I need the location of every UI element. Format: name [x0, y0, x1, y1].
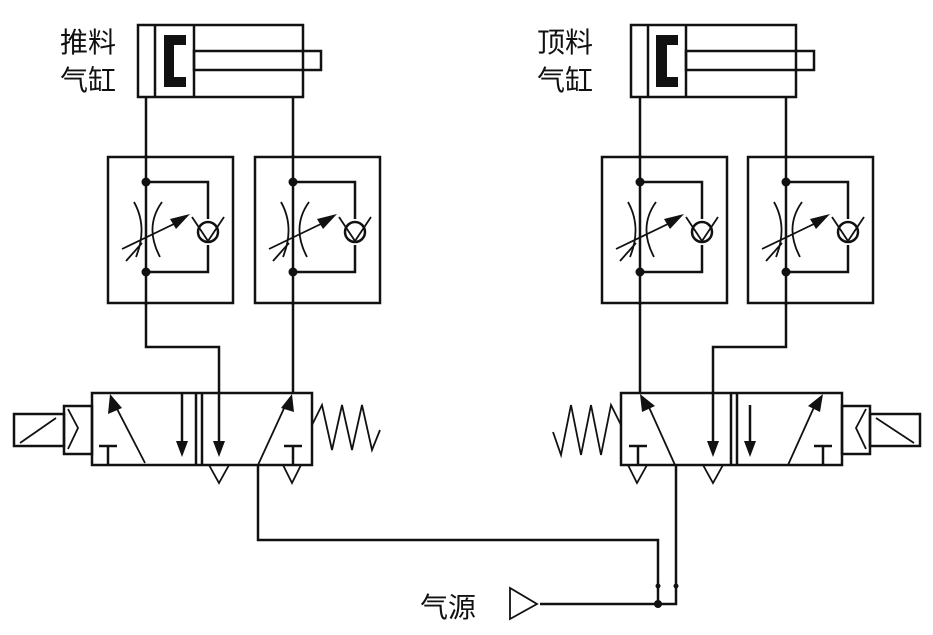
flow-control-valve-3 — [600, 153, 729, 307]
solenoid-coil — [868, 412, 922, 448]
air-source — [509, 586, 539, 621]
flow-control-valve-2 — [253, 153, 382, 307]
push-cylinder-label-line2: 气缸 — [60, 64, 116, 97]
return-spring — [311, 402, 381, 454]
supply-lines — [256, 465, 679, 608]
cylinder-barrel — [136, 23, 305, 99]
lift-cylinder-label-line1: 顶料 — [537, 26, 593, 59]
flow-control-valve-4 — [746, 153, 875, 307]
air-source-label: 气源 — [420, 591, 476, 624]
cylinder-barrel — [629, 23, 798, 99]
lift-cylinder-label-line2: 气缸 — [537, 64, 593, 97]
piston-seal — [164, 35, 186, 87]
piston-rod — [192, 49, 323, 72]
pressure-source-icon — [509, 586, 539, 621]
junction-dot — [654, 600, 662, 608]
return-spring — [552, 402, 622, 459]
solenoid-valve-right — [552, 391, 922, 485]
push-cylinder — [136, 23, 323, 158]
exhaust-port — [282, 464, 302, 486]
piston-rod — [684, 49, 816, 72]
pipes-right — [638, 303, 788, 393]
piston-seal — [656, 35, 678, 87]
flow-control-valve-1 — [106, 153, 235, 307]
exhaust-port — [627, 464, 648, 485]
solenoid-valve-left — [12, 391, 381, 486]
exhaust-port — [208, 464, 230, 485]
pipes-left — [144, 303, 295, 393]
lift-cylinder — [629, 23, 816, 158]
exhaust-port — [702, 464, 724, 485]
push-cylinder-label-line1: 推料 — [60, 26, 116, 59]
